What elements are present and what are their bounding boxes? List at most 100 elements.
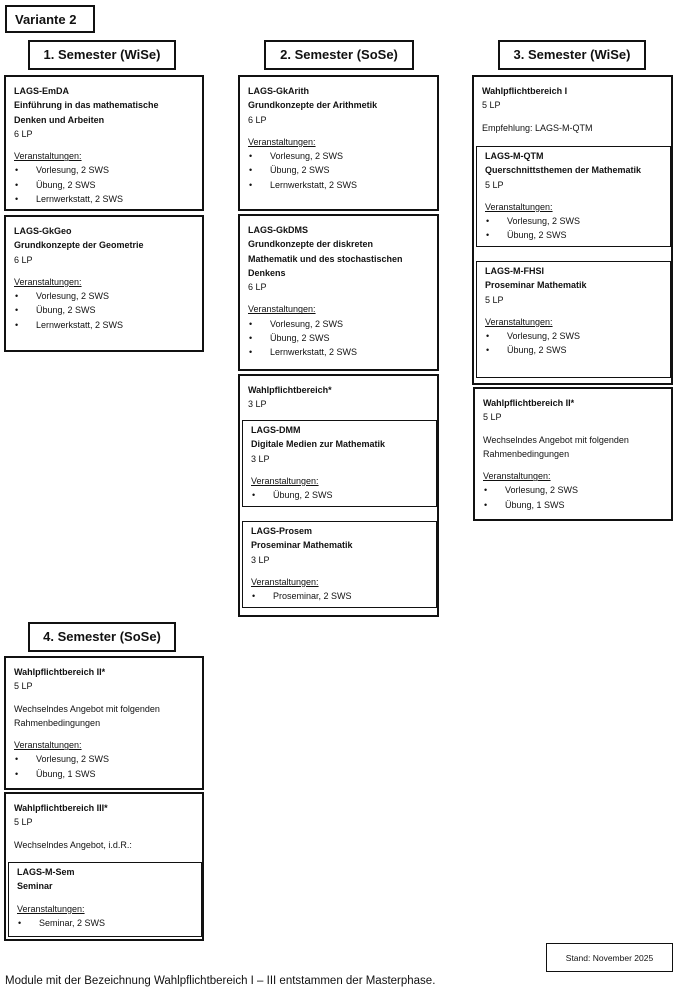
module-code: LAGS-DMM bbox=[251, 425, 301, 435]
semester-3-header: 3. Semester (WiSe) bbox=[498, 40, 646, 70]
module-title: Querschnittsthemen der Mathematik bbox=[485, 165, 642, 176]
module-title: Mathematik und des stochastischen bbox=[248, 253, 403, 264]
footnote: Module mit der Bezeichnung Wahlpflichtbe… bbox=[5, 975, 436, 987]
module-title: Wahlpflichtbereich II* bbox=[14, 667, 106, 677]
course-item: Vorlesung, 2 SWS bbox=[14, 752, 196, 767]
module-code: LAGS-M-QTM bbox=[485, 151, 544, 161]
module-description: Rahmenbedingungen bbox=[483, 448, 570, 459]
course-list: Vorlesung, 2 SWS Übung, 2 SWS bbox=[485, 214, 664, 243]
module-title: Proseminar Mathematik bbox=[485, 280, 587, 291]
wahlpflichtbereich-1-sem3: Wahlpflichtbereich I 5 LP Empfehlung: LA… bbox=[472, 75, 673, 385]
course-item: Vorlesung, 2 SWS bbox=[485, 329, 664, 344]
course-item: Vorlesung, 2 SWS bbox=[14, 163, 196, 178]
wahlpflichtbereich-sem2: Wahlpflichtbereich* 3 LP LAGS-DMM Digita… bbox=[238, 374, 439, 617]
course-item: Übung, 2 SWS bbox=[248, 163, 431, 178]
semester-4-header: 4. Semester (SoSe) bbox=[28, 622, 176, 652]
veranstaltungen-label: Veranstaltungen: bbox=[251, 576, 319, 587]
module-title: Einführung in das mathematische bbox=[14, 100, 159, 111]
course-item: Lernwerkstatt, 2 SWS bbox=[248, 178, 431, 193]
course-list: Vorlesung, 2 SWS Übung, 1 SWS bbox=[483, 483, 665, 512]
module-lp: 5 LP bbox=[485, 294, 504, 305]
course-item: Vorlesung, 2 SWS bbox=[485, 214, 664, 229]
module-title: Seminar bbox=[17, 881, 53, 892]
variant-label: Variante 2 bbox=[5, 5, 95, 33]
course-item: Übung, 1 SWS bbox=[483, 498, 665, 513]
module-lp: 5 LP bbox=[483, 412, 502, 423]
course-item: Übung, 2 SWS bbox=[14, 303, 196, 318]
veranstaltungen-label: Veranstaltungen: bbox=[251, 475, 319, 486]
veranstaltungen-label: Veranstaltungen: bbox=[17, 903, 85, 914]
module-lp: 5 LP bbox=[14, 817, 33, 828]
course-list: Vorlesung, 2 SWS Übung, 2 SWS Lernwerkst… bbox=[248, 149, 431, 192]
course-item: Vorlesung, 2 SWS bbox=[483, 483, 665, 498]
module-code: LAGS-Prosem bbox=[251, 526, 313, 536]
module-title: Digitale Medien zur Mathematik bbox=[251, 439, 386, 450]
stand-date: Stand: November 2025 bbox=[546, 943, 673, 972]
module-code: LAGS-EmDA bbox=[14, 86, 70, 96]
course-item: Lernwerkstatt, 2 SWS bbox=[248, 345, 431, 360]
veranstaltungen-label: Veranstaltungen: bbox=[485, 201, 553, 212]
course-item: Übung, 2 SWS bbox=[485, 228, 664, 243]
veranstaltungen-label: Veranstaltungen: bbox=[483, 471, 551, 482]
course-list: Vorlesung, 2 SWS Übung, 2 SWS Lernwerkst… bbox=[14, 163, 196, 206]
module-fhsi: LAGS-M-FHSI Proseminar Mathematik 5 LP V… bbox=[476, 261, 671, 378]
module-title: Denken und Arbeiten bbox=[14, 114, 105, 125]
course-item: Vorlesung, 2 SWS bbox=[14, 289, 196, 304]
module-title: Wahlpflichtbereich II* bbox=[483, 398, 575, 408]
module-lp: 6 LP bbox=[248, 282, 267, 293]
course-item: Seminar, 2 SWS bbox=[17, 916, 195, 931]
course-item: Lernwerkstatt, 2 SWS bbox=[14, 192, 196, 207]
course-list: Vorlesung, 2 SWS Übung, 2 SWS bbox=[485, 329, 664, 358]
module-lp: 3 LP bbox=[248, 399, 267, 410]
wahlpflichtbereich-3-sem4: Wahlpflichtbereich III* 5 LP Wechselndes… bbox=[4, 792, 204, 941]
module-lp: 5 LP bbox=[482, 100, 501, 111]
veranstaltungen-label: Veranstaltungen: bbox=[485, 316, 553, 327]
module-code: LAGS-GkGeo bbox=[14, 226, 72, 236]
course-list: Übung, 2 SWS bbox=[251, 488, 430, 503]
module-title: Wahlpflichtbereich III* bbox=[14, 803, 108, 813]
veranstaltungen-label: Veranstaltungen: bbox=[248, 136, 316, 147]
course-list: Vorlesung, 2 SWS Übung, 2 SWS Lernwerkst… bbox=[14, 289, 196, 332]
module-description: Wechselndes Angebot mit folgenden bbox=[483, 434, 629, 445]
module-title: Wahlpflichtbereich I bbox=[482, 86, 568, 96]
module-qtm: LAGS-M-QTM Querschnittsthemen der Mathem… bbox=[476, 146, 671, 247]
recommendation: Empfehlung: LAGS-M-QTM bbox=[482, 122, 593, 133]
wahlpflichtbereich-2-sem4: Wahlpflichtbereich II* 5 LP Wechselndes … bbox=[4, 656, 204, 790]
course-item: Übung, 2 SWS bbox=[14, 178, 196, 193]
module-code: LAGS-GkArith bbox=[248, 86, 310, 96]
course-list: Seminar, 2 SWS bbox=[17, 916, 195, 931]
semester-1-header: 1. Semester (WiSe) bbox=[28, 40, 176, 70]
module-gkarith: LAGS-GkArith Grundkonzepte der Arithmeti… bbox=[238, 75, 439, 211]
course-item: Übung, 2 SWS bbox=[248, 331, 431, 346]
module-title: Denkens bbox=[248, 267, 286, 278]
module-title: Wahlpflichtbereich* bbox=[248, 385, 332, 395]
semester-2-header: 2. Semester (SoSe) bbox=[264, 40, 414, 70]
module-code: LAGS-M-FHSI bbox=[485, 266, 544, 276]
module-lp: 6 LP bbox=[14, 254, 33, 265]
module-lp: 5 LP bbox=[14, 681, 33, 692]
module-title: Grundkonzepte der Arithmetik bbox=[248, 100, 378, 111]
module-lp: 6 LP bbox=[14, 128, 33, 139]
module-dmm: LAGS-DMM Digitale Medien zur Mathematik … bbox=[242, 420, 437, 507]
module-description: Rahmenbedingungen bbox=[14, 717, 101, 728]
course-item: Vorlesung, 2 SWS bbox=[248, 317, 431, 332]
course-item: Übung, 2 SWS bbox=[485, 343, 664, 358]
course-item: Proseminar, 2 SWS bbox=[251, 589, 430, 604]
course-item: Übung, 2 SWS bbox=[251, 488, 430, 503]
veranstaltungen-label: Veranstaltungen: bbox=[14, 740, 82, 751]
module-lp: 5 LP bbox=[485, 179, 504, 190]
module-lp: 3 LP bbox=[251, 554, 270, 565]
course-list: Vorlesung, 2 SWS Übung, 1 SWS bbox=[14, 752, 196, 781]
veranstaltungen-label: Veranstaltungen: bbox=[14, 276, 82, 287]
veranstaltungen-label: Veranstaltungen: bbox=[248, 304, 316, 315]
module-gkdms: LAGS-GkDMS Grundkonzepte der diskreten M… bbox=[238, 214, 439, 371]
module-code: LAGS-GkDMS bbox=[248, 225, 309, 235]
module-title: Grundkonzepte der diskreten bbox=[248, 239, 374, 250]
module-lp: 6 LP bbox=[248, 114, 267, 125]
module-lp: 3 LP bbox=[251, 453, 270, 464]
module-title: Grundkonzepte der Geometrie bbox=[14, 240, 144, 251]
module-gkgeo: LAGS-GkGeo Grundkonzepte der Geometrie 6… bbox=[4, 215, 204, 352]
module-description: Wechselndes Angebot, i.d.R.: bbox=[14, 839, 132, 850]
course-item: Übung, 1 SWS bbox=[14, 767, 196, 782]
module-emda: LAGS-EmDA Einführung in das mathematisch… bbox=[4, 75, 204, 211]
